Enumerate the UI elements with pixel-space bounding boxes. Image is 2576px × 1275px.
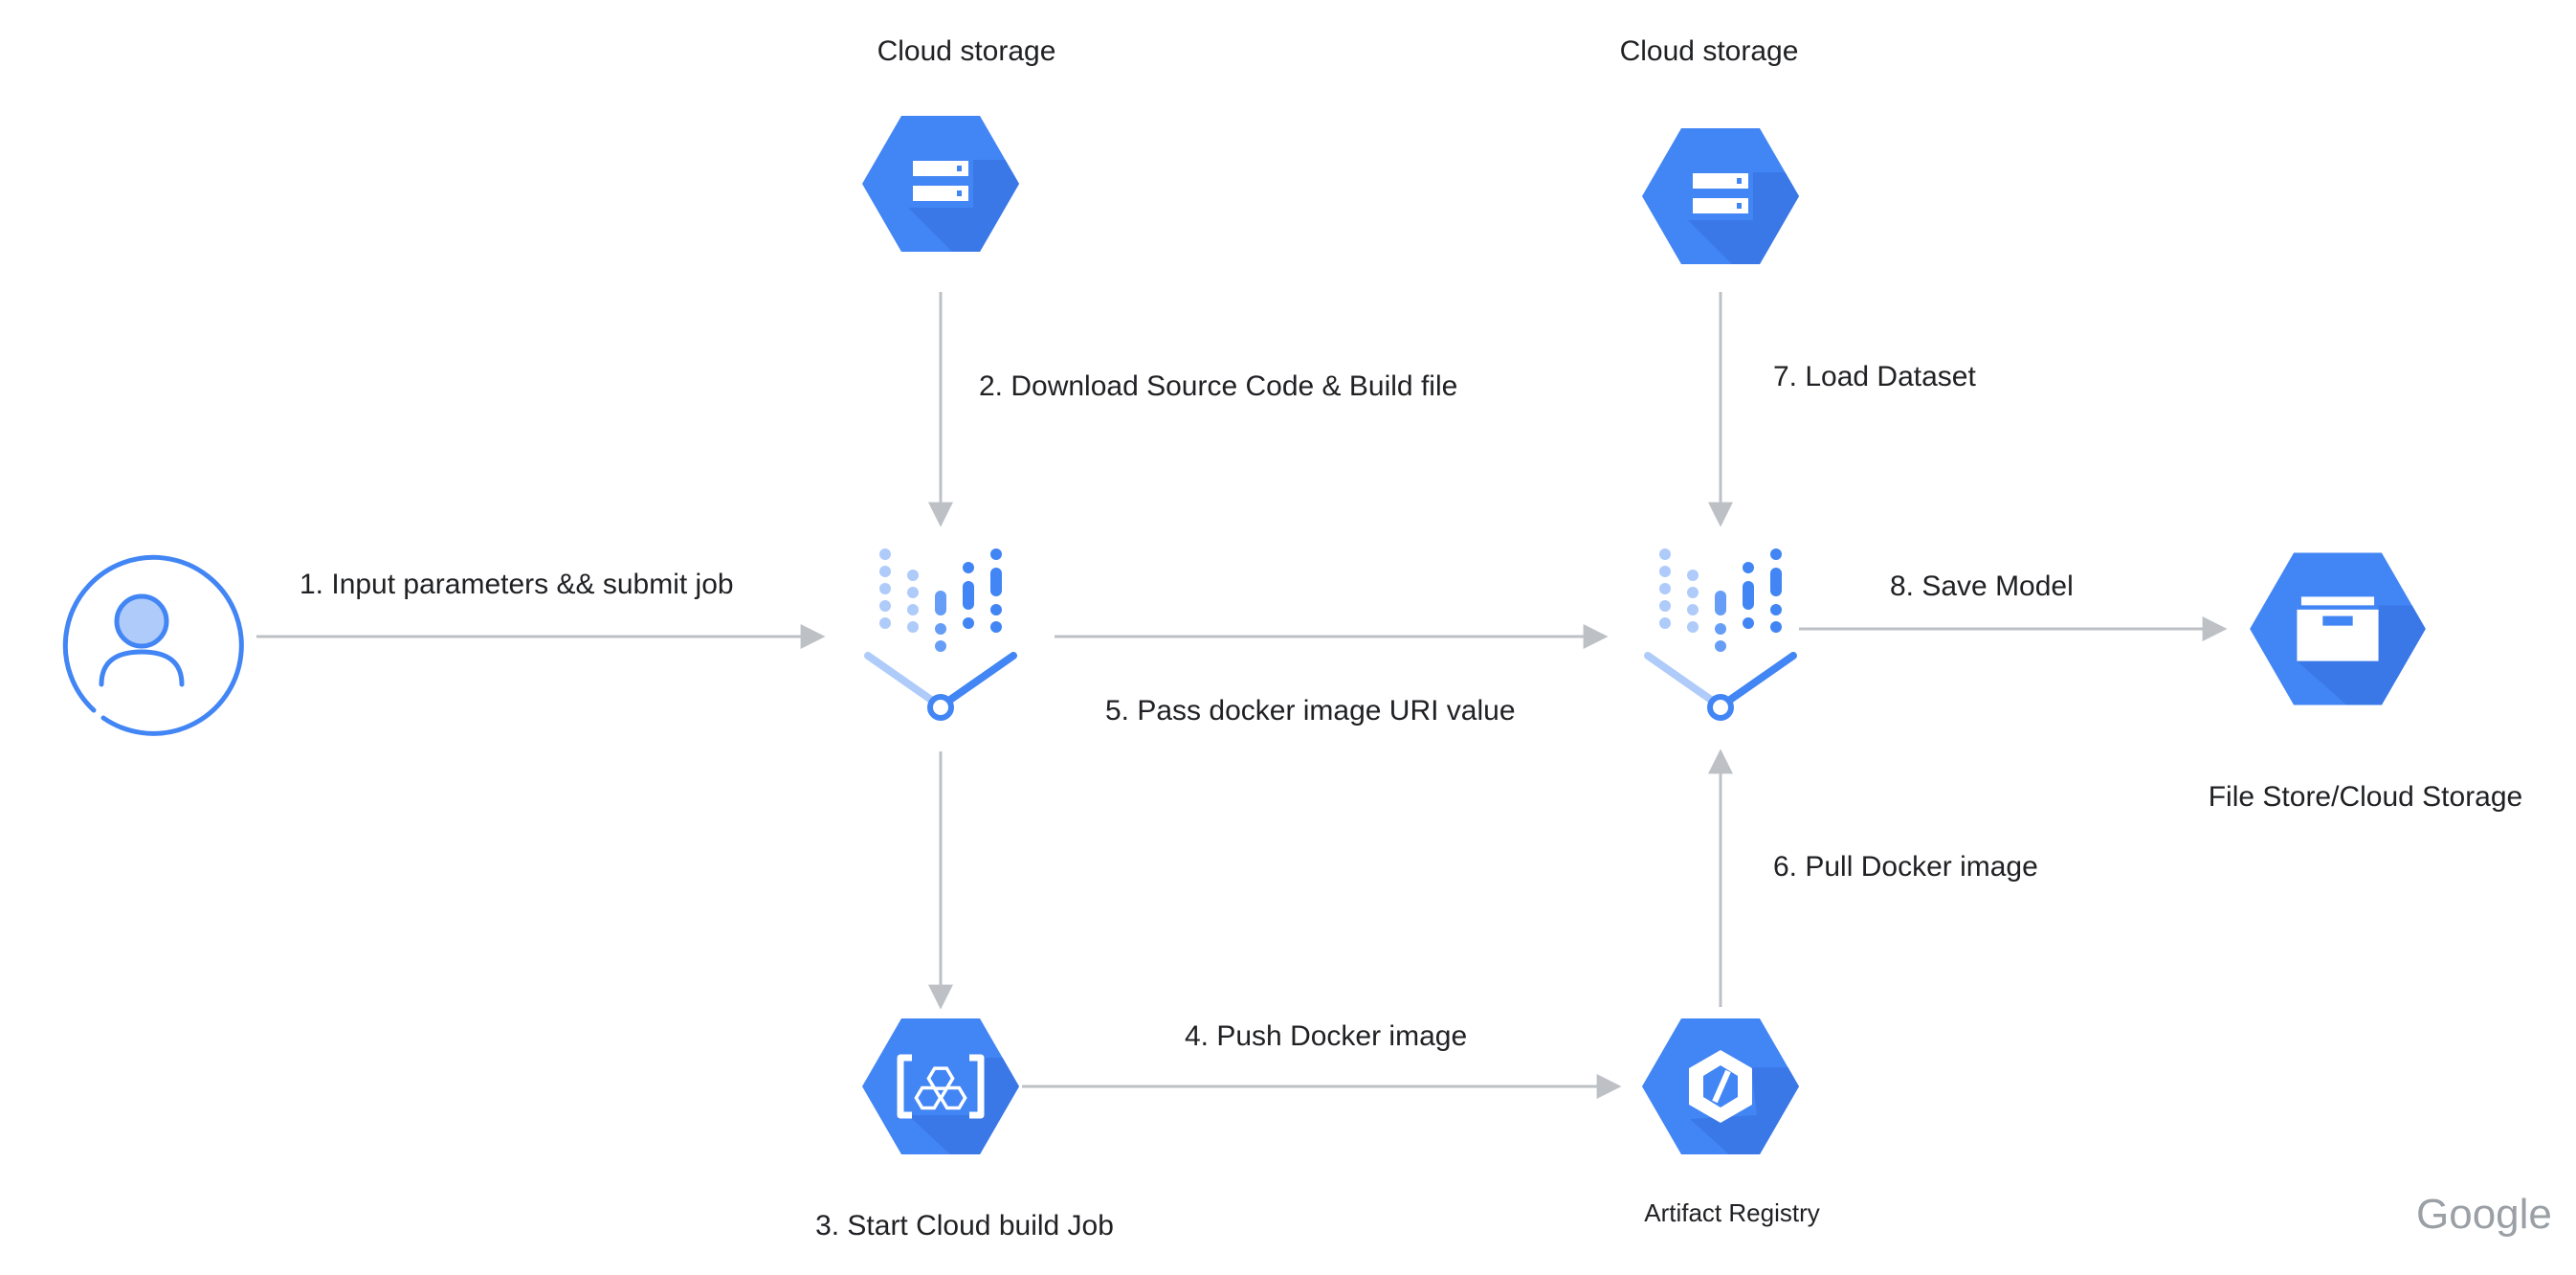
edge-label-push-image: 4. Push Docker image [1185, 1020, 1467, 1052]
storage-dataset-label: Cloud storage [1620, 35, 1799, 67]
edge-label-download-source: 2. Download Source Code & Build file [979, 370, 1457, 402]
cloud-build-label: 3. Start Cloud build Job [815, 1210, 1114, 1241]
edge-label-save-model: 8. Save Model [1890, 570, 2074, 602]
storage-source-label: Cloud storage [877, 35, 1056, 67]
cloud-storage-icon [862, 116, 1019, 252]
vertex-ai-pipelines-icon [864, 548, 1017, 721]
edge-label-load-dataset: 7. Load Dataset [1773, 361, 1976, 392]
node-artifact-registry: Artifact Registry [1642, 1018, 1820, 1227]
filestore-label: File Store/Cloud Storage [2209, 781, 2523, 813]
user-icon [62, 554, 244, 736]
google-logo: Google [2416, 1191, 2552, 1238]
node-cloud-build: 3. Start Cloud build Job [815, 1018, 1114, 1241]
cloud-storage-icon [1642, 128, 1799, 264]
node-storage-dataset: Cloud storage [1620, 35, 1799, 264]
node-storage-source: Cloud storage [862, 35, 1056, 252]
filestore-icon [2250, 552, 2426, 705]
artifact-registry-icon [1642, 1018, 1799, 1154]
cloud-build-icon [862, 1018, 1019, 1154]
vertex-ai-pipelines-icon [1644, 548, 1797, 721]
edge-label-pull-image: 6. Pull Docker image [1773, 851, 2038, 883]
edge-label-pass-uri: 5. Pass docker image URI value [1105, 695, 1516, 727]
edge-label-submit-job: 1. Input parameters && submit job [300, 569, 734, 600]
node-filestore: File Store/Cloud Storage [2209, 552, 2523, 813]
artifact-registry-label: Artifact Registry [1644, 1198, 1820, 1227]
